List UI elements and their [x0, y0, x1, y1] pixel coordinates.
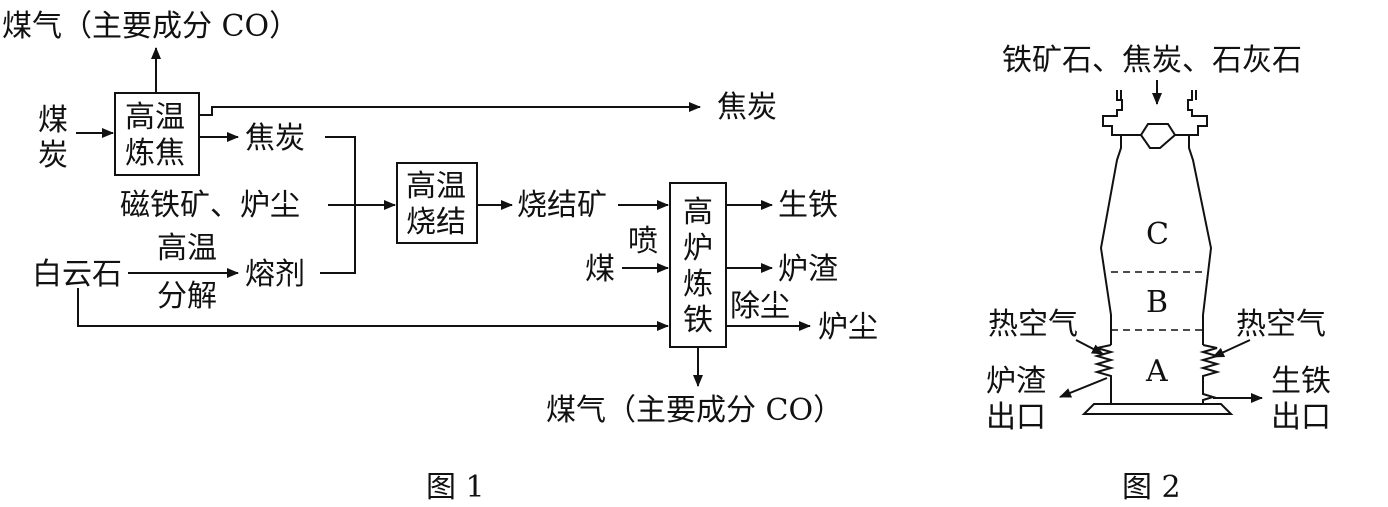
flux-label: 熔剂 [245, 257, 305, 292]
slag-label: 炉渣 [778, 252, 838, 287]
coking-box-line2: 炼焦 [125, 136, 185, 171]
blast-furnace-outline [1081, 90, 1234, 415]
furnace-dust-label: 炉尘 [818, 310, 878, 345]
coal-injection-label: 煤 [585, 252, 615, 287]
coke-mid-label: 焦炭 [245, 121, 305, 156]
sinter-ore-label: 烧结矿 [517, 188, 607, 223]
injection-verb-label: 喷 [628, 224, 658, 259]
sinter-box-line2: 烧结 [406, 205, 466, 240]
dolomite-to-furnace-arrow [77, 288, 669, 331]
furnace-box-char1: 高 [683, 195, 713, 230]
decomp-bottom-label: 分解 [157, 279, 217, 314]
coke-long-arrow [199, 102, 701, 116]
sinter-box-line1: 高温 [406, 169, 466, 204]
coal-gas-bottom-label: 煤气（主要成分 CO） [546, 393, 843, 428]
feed-label: 铁矿石、焦炭、石灰石 [1002, 43, 1302, 78]
figure-1: 煤气（主要成分 CO） 煤 炭 高温 炼焦 焦炭 焦炭 磁铁矿、炉尘 白云石 高… [2, 9, 878, 505]
magnetite-dust-label: 磁铁矿、炉尘 [120, 188, 300, 223]
iron-outlet-line1: 生铁 [1271, 364, 1331, 399]
iron-outlet-line2: 出口 [1271, 400, 1331, 435]
hot-air-right-label: 热空气 [1236, 307, 1326, 342]
slag-outlet-line2: 出口 [986, 400, 1046, 435]
coal-label-2: 炭 [38, 138, 68, 173]
coal-gas-top-label: 煤气（主要成分 CO） [2, 9, 299, 44]
figure2-caption: 图 2 [1122, 470, 1181, 505]
dolomite-label: 白云石 [32, 257, 122, 292]
hot-air-right-arrow [1212, 339, 1251, 358]
hot-air-left-arrow [1075, 339, 1104, 355]
furnace-box-char3: 炼 [683, 267, 713, 302]
sinter-box [396, 162, 478, 244]
hot-air-left-label: 热空气 [988, 307, 1078, 342]
zone-c-label: C [1146, 217, 1169, 252]
zone-b-label: B [1146, 285, 1168, 320]
pig-iron-label: 生铁 [778, 188, 838, 223]
figure-2: 铁矿石、焦炭、石灰石 C B A 热空气 热空气 炉渣 出口 生铁 出口 [986, 43, 1331, 505]
slag-outlet-arrow [1059, 377, 1108, 398]
figure1-caption: 图 1 [426, 470, 485, 505]
furnace-box-char2: 炉 [683, 231, 713, 266]
coking-box-line1: 高温 [125, 100, 185, 135]
slag-outlet-line1: 炉渣 [986, 364, 1046, 399]
decomp-top-label: 高温 [157, 231, 217, 266]
dedust-label: 除尘 [730, 289, 790, 324]
zone-a-label: A [1145, 354, 1168, 389]
coke-out-top-label: 焦炭 [717, 90, 777, 125]
furnace-box-char4: 铁 [683, 303, 713, 338]
coal-label-1: 煤 [38, 103, 68, 138]
coking-box [114, 92, 200, 176]
